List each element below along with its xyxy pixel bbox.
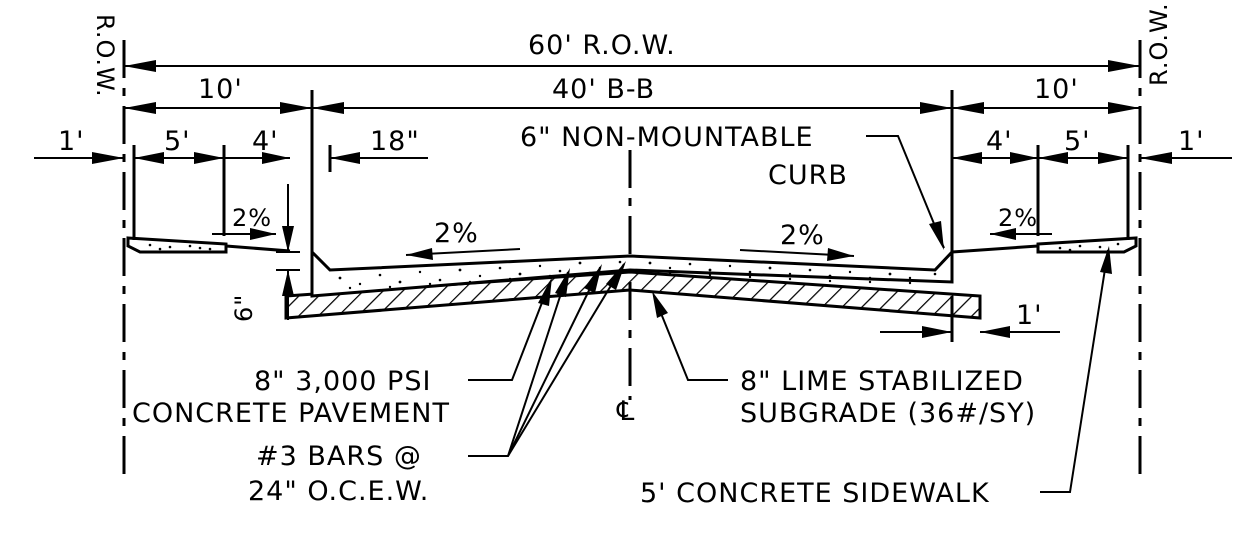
slope-left-pavement: 2% — [405, 218, 521, 260]
right-sidewalk-label: 5' — [1064, 126, 1091, 157]
dimension-left-sidewalk: 5' — [134, 126, 224, 164]
dimension-back-to-back: 40' B-B — [312, 74, 952, 114]
curb-label-line2: CURB — [768, 160, 848, 191]
slope-left-parkway-label: 2% — [232, 204, 272, 232]
row-label-left: R.O.W. — [91, 14, 119, 98]
right-offset-label: 1' — [1178, 126, 1205, 157]
pavement-label-line2: CONCRETE PAVEMENT — [132, 398, 450, 429]
dimension-right-strip: 4' — [952, 126, 1038, 164]
right-parkway-label: 10' — [1034, 74, 1079, 105]
callout-pavement: 8" 3,000 PSI CONCRETE PAVEMENT — [132, 277, 552, 429]
dimension-left-offset: 1' — [34, 126, 124, 164]
dimension-subgrade-extension: 1' — [880, 296, 1060, 342]
centerline-symbol: ℄ — [616, 396, 635, 427]
subgrade-label-line2: SUBGRADE (36#/SY) — [740, 398, 1036, 429]
right-strip-label: 4' — [986, 126, 1013, 157]
callout-sidewalk: 5' CONCRETE SIDEWALK — [640, 246, 1112, 509]
subgrade-extension-label: 1' — [1016, 300, 1043, 331]
sidewalk-label: 5' CONCRETE SIDEWALK — [640, 478, 990, 509]
dimension-gutter: 18" — [328, 126, 428, 172]
bars-label-line1: #3 BARS @ — [256, 441, 422, 472]
dimension-right-offset: 1' — [1140, 126, 1232, 164]
slope-right-parkway-label: 2% — [998, 204, 1038, 232]
slope-right-parkway: 2% — [990, 204, 1052, 240]
dimension-left-parkway: 10' — [124, 74, 312, 114]
dimension-right-parkway: 10' — [952, 74, 1140, 114]
slope-right-pavement-label: 2% — [780, 220, 825, 251]
right-sidewalk-slab — [1036, 236, 1138, 254]
bars-label-line2: 24" O.C.E.W. — [248, 476, 429, 507]
left-sidewalk-slab — [126, 236, 228, 254]
left-strip-label: 4' — [252, 126, 279, 157]
slope-left-parkway: 2% — [212, 204, 276, 240]
curb-label-line1: 6" NON-MOUNTABLE — [520, 122, 814, 153]
callout-bars: #3 BARS @ 24" O.C.E.W. — [248, 261, 626, 507]
lime-stabilized-subgrade — [284, 270, 982, 320]
dimension-left-strip: 4' — [224, 126, 290, 164]
gutter-label: 18" — [370, 126, 420, 157]
thickness-label: 6" — [230, 294, 258, 322]
left-sidewalk-label: 5' — [164, 126, 191, 157]
left-offset-label: 1' — [58, 126, 85, 157]
dimension-right-sidewalk: 5' — [1038, 126, 1128, 164]
subgrade-label-line1: 8" LIME STABILIZED — [740, 366, 1024, 397]
dimension-row-total: 60' R.O.W. — [124, 30, 1140, 72]
slope-left-pavement-label: 2% — [434, 218, 479, 249]
left-parkway-label: 10' — [198, 74, 243, 105]
row-label-right: R.O.W. — [1145, 2, 1173, 86]
row-total-label: 60' R.O.W. — [528, 30, 676, 61]
callout-curb: 6" NON-MOUNTABLE CURB — [520, 122, 945, 250]
callout-subgrade: 8" LIME STABILIZED SUBGRADE (36#/SY) — [652, 291, 1036, 429]
slope-right-pavement: 2% — [739, 220, 855, 261]
pavement-label-line1: 8" 3,000 PSI — [254, 366, 431, 397]
back-to-back-label: 40' B-B — [552, 74, 655, 105]
